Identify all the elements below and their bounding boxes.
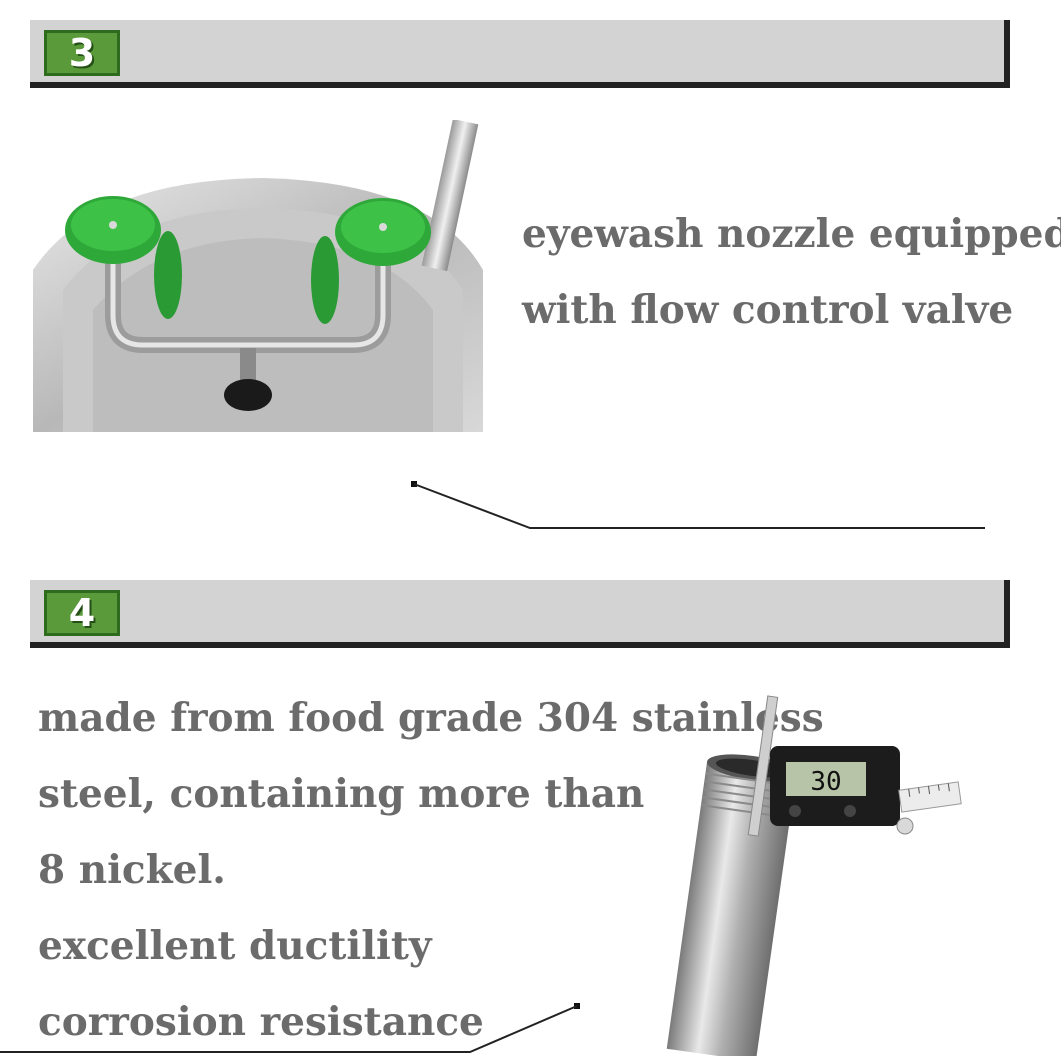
caption-line: steel, containing more than <box>38 771 645 817</box>
caption-line: made from food grade 304 stainless <box>38 695 824 741</box>
step-4-badge: 4 <box>44 590 120 636</box>
caliper-reading: 30 <box>810 767 841 797</box>
eyewash-nozzle-illustration <box>33 120 483 432</box>
eyewash-caption: eyewash nozzle equipped with flow contro… <box>522 196 1061 348</box>
pipe-with-caliper-illustration: 30 <box>666 695 962 1056</box>
caption-line: corrosion resistance <box>38 999 484 1045</box>
caption-line: excellent ductility <box>38 923 432 969</box>
caption-line: 8 nickel. <box>38 847 226 893</box>
section-3-header: 3 <box>30 20 1010 88</box>
step-3-badge: 3 <box>44 30 120 76</box>
caption-line: with flow control valve <box>522 287 1014 333</box>
caption-line: eyewash nozzle equipped <box>522 211 1061 257</box>
steel-caption: made from food grade 304 stainless steel… <box>38 680 824 1060</box>
section-4-header: 4 <box>30 580 1010 648</box>
